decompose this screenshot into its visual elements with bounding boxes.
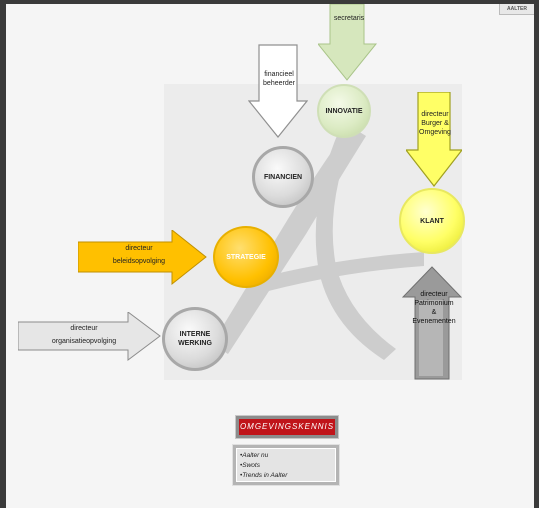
omgevingskennis-list: •Aalter nu •Swots •Trends in Aalter [236,448,336,482]
node-financien: FINANCIEN [252,146,314,208]
arrow-secretaris-label: secretaris [333,15,365,22]
arrow-patrimonium-line4: Evenementen [412,318,456,325]
arrow-financieel-line1: financieel [264,71,294,78]
arrow-patrimonium-line2: Patrimonium [414,300,454,307]
arrow-beleid-line1: directeur [125,245,153,252]
omgevingskennis-title: OMGEVINGSKENNIS [239,419,335,435]
arrow-financieel-line2: beheerder [263,80,295,87]
node-klant-label: KLANT [420,217,444,225]
node-innovatie: INNOVATIE [317,84,371,138]
node-strategie-label: STRATEGIE [226,253,266,261]
list-item: •Aalter nu [240,452,269,459]
arrow-financieel-label: financieel beheerder [255,70,303,88]
node-klant: KLANT [399,188,465,254]
arrow-patrimonium-line3: & [431,309,437,316]
node-financien-label: FINANCIEN [263,173,303,181]
node-interne-line1: INTERNE [179,331,211,338]
arrow-financieel-beheerder [248,44,308,138]
arrow-patrimonium-evenementen [402,266,462,380]
node-strategie: STRATEGIE [213,226,279,288]
slide: AALTER secretaris financieel beheerder d… [6,4,534,508]
arrow-burger-line2: Burger & [421,120,449,127]
arrow-beleid-label: directeur beleidsopvolging [94,244,184,266]
arrow-organisatieopvolging [18,312,161,361]
a-shape-crossbar [244,252,424,296]
a-shape-right-stroke [315,124,396,360]
aalter-logo: AALTER [499,4,534,15]
arrow-burger-omgeving [406,92,462,187]
arrow-beleid-line2: beleidsopvolging [112,258,166,265]
arrow-burger-label: directeur Burger & Omgeving [410,110,460,137]
arrow-burger-line1: directeur [421,111,449,118]
arrow-organisatie-line1: directeur [70,325,98,332]
list-item: •Swots [240,462,260,469]
node-interne-werking: INTERNE WERKING [162,307,228,371]
omgevingskennis-list-box: •Aalter nu •Swots •Trends in Aalter [232,444,340,486]
node-interne-line2: WERKING [178,340,212,347]
arrow-secretaris [318,4,378,81]
arrow-organisatie-line2: organisatieopvolging [51,338,117,345]
node-innovatie-label: INNOVATIE [325,107,363,115]
arrow-organisatie-label: directeur organisatieopvolging [34,324,134,346]
arrow-patrimonium-line1: directeur [420,291,448,298]
arrow-patrimonium-label: directeur Patrimonium & Evenementen [404,290,464,326]
arrow-beleidsopvolging [78,230,207,286]
list-item: •Trends in Aalter [240,472,288,479]
omgevingskennis-title-box: OMGEVINGSKENNIS [235,415,339,439]
arrow-burger-line3: Omgeving [419,129,451,136]
